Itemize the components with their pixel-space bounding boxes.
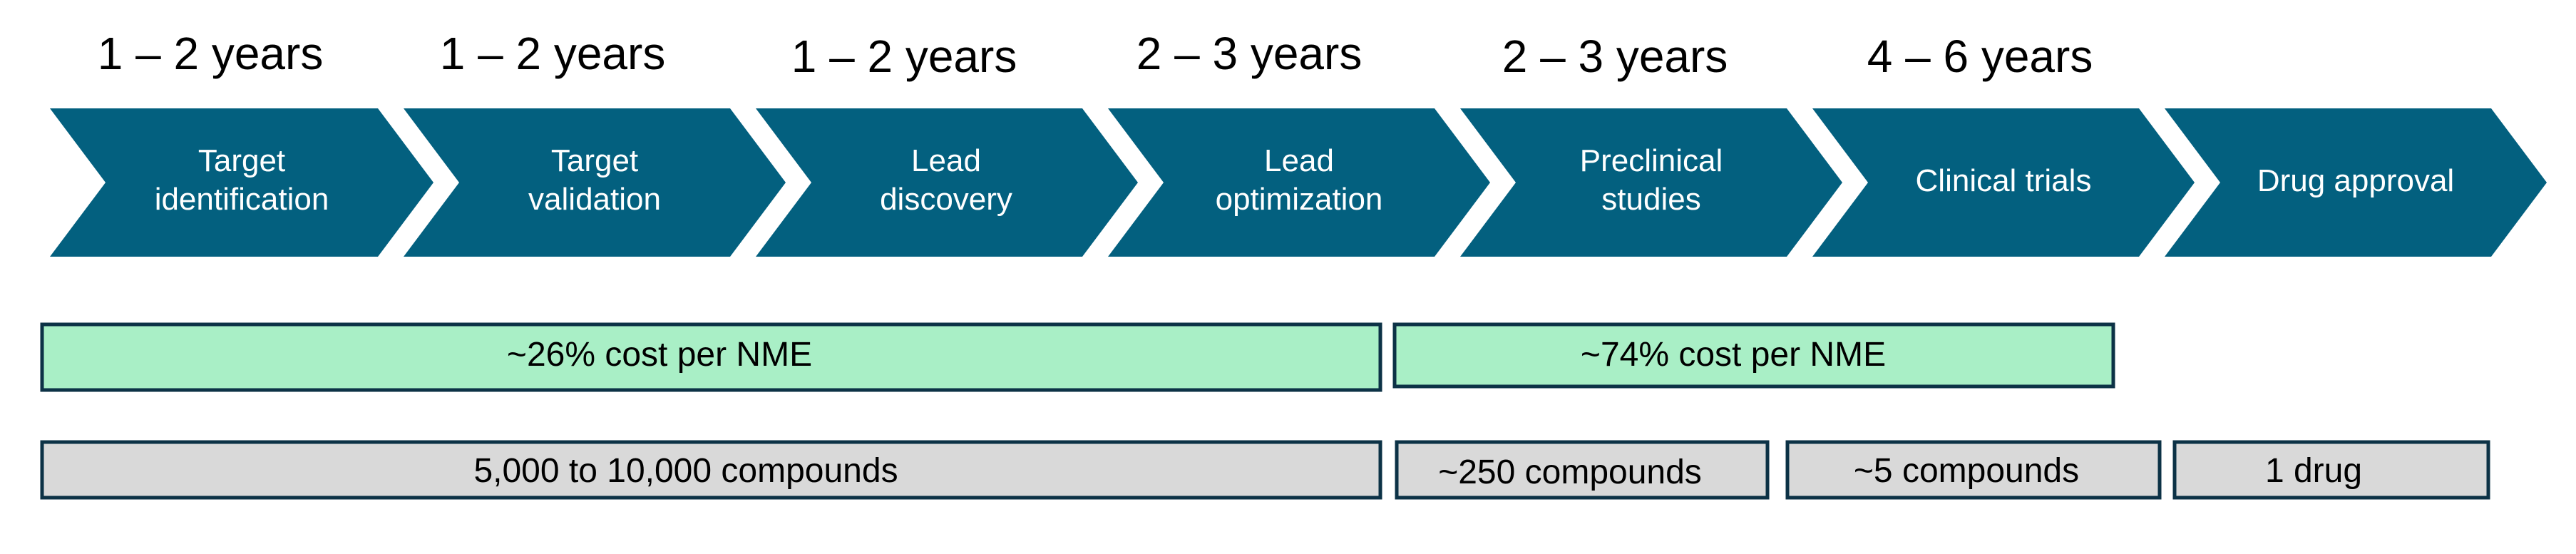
stage-4-duration: 2 – 3 years	[1136, 28, 1363, 79]
chevron-lead-optimization	[1108, 108, 1490, 257]
chevron-preclinical-studies	[1460, 108, 1842, 257]
compound-bars: 5,000 to 10,000 compounds ~250 compounds…	[40, 440, 2490, 500]
compound-bar-approval	[2172, 440, 2490, 500]
stage-2-duration: 1 – 2 years	[440, 28, 666, 79]
cost-bar-late	[1392, 322, 2115, 389]
stage-5-label-line2: studies	[1601, 182, 1700, 217]
compound-bar-preclinical	[1395, 440, 1770, 500]
compound-bar-discovery-label: 5,000 to 10,000 compounds	[473, 452, 898, 490]
stage-2-label-line2: validation	[528, 182, 661, 217]
chevron-target-identification	[50, 108, 433, 257]
chevron-target-validation	[404, 108, 786, 257]
stage-3-label-line1: Lead	[911, 143, 981, 178]
stage-3-duration: 1 – 2 years	[791, 31, 1017, 82]
stage-3-label-line2: discovery	[880, 182, 1012, 217]
stage-4-label-line1: Lead	[1264, 143, 1334, 178]
stage-labels: Target identification Target validation …	[155, 143, 2454, 217]
stage-7-label: Drug approval	[2257, 163, 2454, 198]
compound-bar-clinical	[1785, 440, 2162, 500]
stage-2-label-line1: Target	[551, 143, 638, 178]
chevron-drug-approval	[2165, 108, 2547, 257]
compound-bar-clinical-label: ~5 compounds	[1854, 452, 2079, 490]
compound-bar-approval-label: 1 drug	[2265, 452, 2362, 490]
stage-6-label: Clinical trials	[1916, 163, 2092, 198]
stage-chevrons	[50, 108, 2547, 257]
cost-bar-early	[40, 322, 1382, 392]
cost-bars: ~26% cost per NME ~74% cost per NME	[40, 322, 2115, 392]
cost-bar-early-label: ~26% cost per NME	[507, 336, 812, 374]
stage-1-duration: 1 – 2 years	[98, 28, 324, 79]
compound-bar-preclinical-label: ~250 compounds	[1438, 453, 1702, 491]
stage-5-duration: 2 – 3 years	[1502, 31, 1728, 82]
stage-6-duration: 4 – 6 years	[1867, 31, 2093, 82]
duration-labels: 1 – 2 years 1 – 2 years 1 – 2 years 2 – …	[98, 28, 2093, 82]
stage-5-label-line1: Preclinical	[1580, 143, 1723, 178]
compound-bar-discovery	[40, 440, 1382, 500]
stage-4-label-line2: optimization	[1216, 182, 1383, 217]
stage-1-label-line2: identification	[155, 182, 329, 217]
chevron-lead-discovery	[756, 108, 1138, 257]
stage-1-label-line1: Target	[198, 143, 285, 178]
cost-bar-late-label: ~74% cost per NME	[1581, 336, 1886, 374]
chevron-clinical-trials	[1812, 108, 2195, 257]
